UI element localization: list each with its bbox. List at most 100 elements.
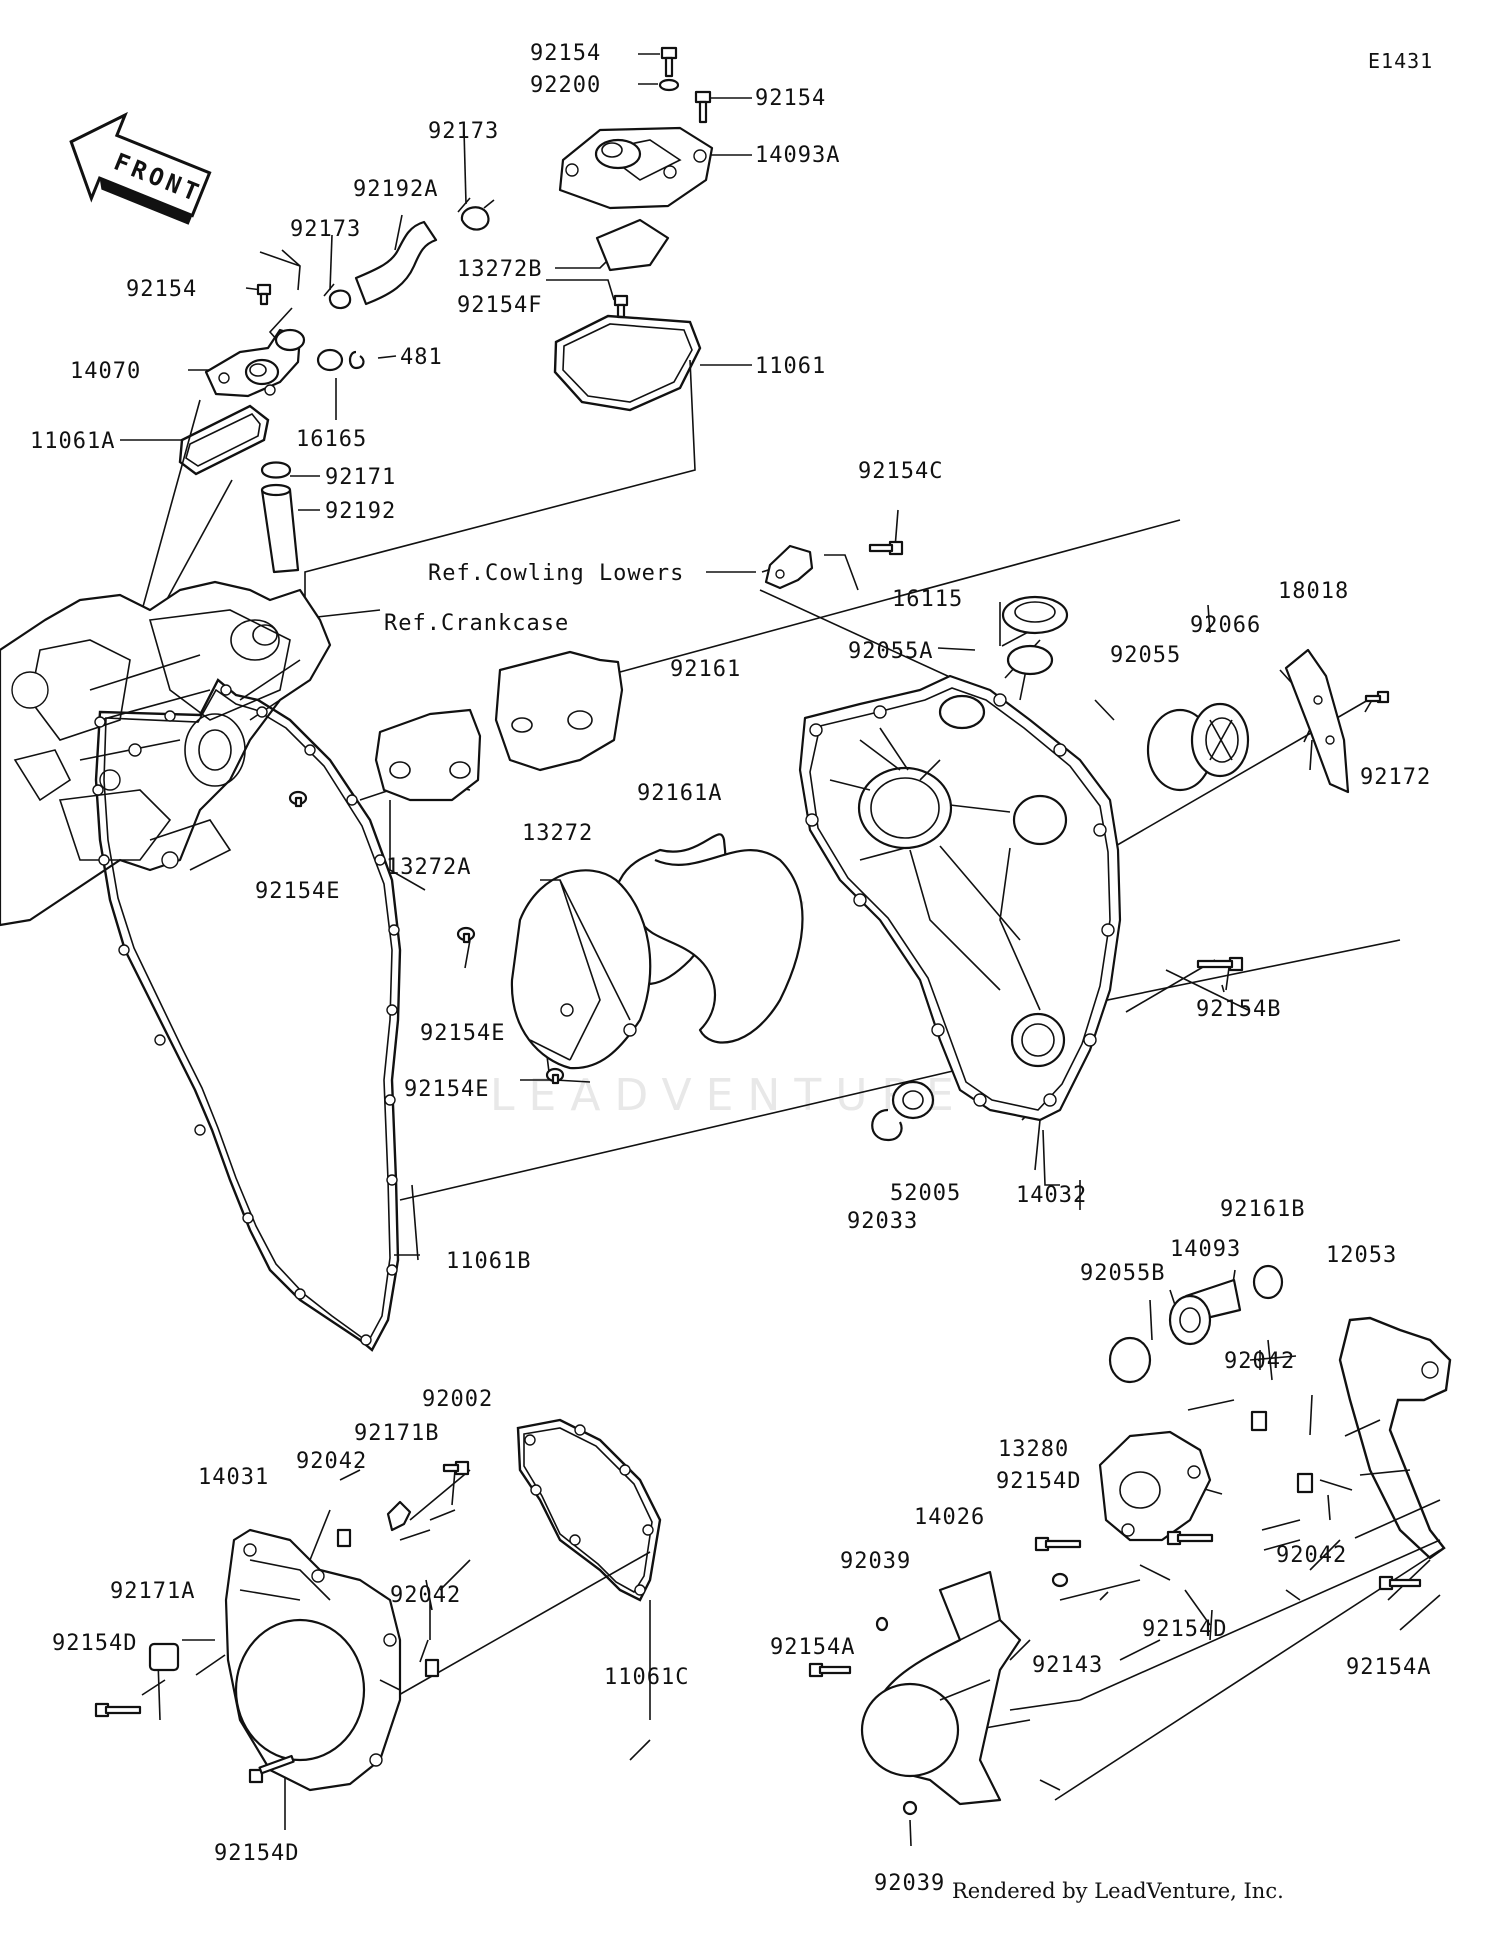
callout-14093: 14093 xyxy=(1170,1237,1241,1262)
callout-92154C: 92154C xyxy=(858,459,943,484)
callout-92143: 92143 xyxy=(1032,1653,1103,1678)
callout-92042-r1: 92042 xyxy=(1224,1349,1295,1374)
plate-13272B xyxy=(595,218,670,272)
callout-14093A: 14093A xyxy=(755,143,840,168)
callout-13272A: 13272A xyxy=(386,855,471,880)
clamp-92171B xyxy=(386,1500,412,1532)
callout-ref-cowling: Ref.Cowling Lowers xyxy=(428,561,684,586)
gasket-12053 xyxy=(1338,1316,1452,1560)
bolt-92172 xyxy=(1364,690,1390,704)
callout-92154E-c: 92154E xyxy=(404,1077,489,1102)
thermostat-16165 xyxy=(316,348,344,372)
clamp-92171 xyxy=(260,461,292,479)
callout-92039-b: 92039 xyxy=(874,1871,945,1896)
callout-16115: 16115 xyxy=(892,587,963,612)
callout-92055: 92055 xyxy=(1110,643,1181,668)
callout-labels: 92154 92200 92154 14093A 92173 92192A 92… xyxy=(30,41,1431,1896)
bolt-92154F xyxy=(613,294,629,319)
dowel-92042-r1 xyxy=(1250,1410,1268,1432)
clutch-cover-14032 xyxy=(798,674,1122,1122)
hose-92192A xyxy=(354,220,438,306)
callout-16165: 16165 xyxy=(296,427,367,452)
bolt-92154E-b xyxy=(456,926,476,944)
callout-11061C: 11061C xyxy=(604,1665,689,1690)
callout-11061: 11061 xyxy=(755,354,826,379)
callout-14032: 14032 xyxy=(1016,1183,1087,1208)
callout-92161A: 92161A xyxy=(637,781,722,806)
pin-92039-a xyxy=(875,1616,889,1632)
bolt-92154D-bottom xyxy=(248,1754,295,1784)
gasket-11061B xyxy=(94,678,402,1352)
bolt-92154D-l1 xyxy=(94,1702,142,1718)
bolt-92154D-r2 xyxy=(1166,1530,1214,1546)
callout-92055A: 92055A xyxy=(848,639,933,664)
callout-92039-a: 92039 xyxy=(840,1549,911,1574)
callout-13272: 13272 xyxy=(522,821,593,846)
cover-14093A xyxy=(558,126,714,210)
callout-92154D-l1: 92154D xyxy=(52,1631,137,1656)
dowel-92042-l2 xyxy=(424,1658,440,1678)
callout-11061B: 11061B xyxy=(446,1249,531,1274)
callout-92154A-l: 92154A xyxy=(770,1635,855,1660)
bolt-92154-right xyxy=(694,90,712,124)
callout-92154D-r1: 92154D xyxy=(996,1469,1081,1494)
callout-92154E-b: 92154E xyxy=(420,1021,505,1046)
callout-92154-left: 92154 xyxy=(126,277,197,302)
water-pipe-assembly xyxy=(178,46,714,574)
watermark-text: LEADVENTURE xyxy=(490,1070,968,1121)
bolt-92154D-r1 xyxy=(1034,1536,1082,1552)
ring-92161B xyxy=(1252,1264,1284,1300)
pump-body-13280 xyxy=(1098,1430,1212,1542)
callout-18018: 18018 xyxy=(1278,579,1349,604)
callout-92154F: 92154F xyxy=(457,293,542,318)
bracket-ref-cowling xyxy=(764,544,814,590)
shaft-14093 xyxy=(1168,1278,1242,1346)
callout-92154D-bottom: 92154D xyxy=(214,1841,299,1866)
bolt-92154E-c xyxy=(545,1067,565,1085)
bolt-92154B xyxy=(1196,956,1244,972)
oring-92055A xyxy=(1006,644,1054,676)
water-pump-assembly xyxy=(808,1264,1452,1816)
dowel-92042-r2 xyxy=(1296,1472,1314,1494)
gasket-11061B-holes xyxy=(92,684,400,1346)
pin-92039-b xyxy=(902,1800,918,1816)
bolt-92002 xyxy=(442,1460,470,1476)
gasket-11061B-inner xyxy=(103,688,393,1344)
front-arrow-icon: FRONT xyxy=(69,111,212,225)
callout-92154-right: 92154 xyxy=(755,86,826,111)
callout-92173-a: 92173 xyxy=(428,119,499,144)
oring-92055B xyxy=(1108,1336,1152,1384)
callout-92055B: 92055B xyxy=(1080,1261,1165,1286)
callout-92192A: 92192A xyxy=(353,177,438,202)
callout-92154E-a: 92154E xyxy=(255,879,340,904)
callout-52005: 52005 xyxy=(890,1181,961,1206)
callout-13272B: 13272B xyxy=(457,257,542,282)
bolt-92154-top xyxy=(660,46,678,78)
seal-52005 xyxy=(891,1080,935,1120)
callout-92192: 92192 xyxy=(325,499,396,524)
callout-92200: 92200 xyxy=(530,73,601,98)
guard-18018 xyxy=(1284,648,1350,794)
bolt-92154E-a xyxy=(288,790,308,808)
callout-11061A: 11061A xyxy=(30,429,115,454)
callout-92161B: 92161B xyxy=(1220,1197,1305,1222)
callout-92161: 92161 xyxy=(670,657,741,682)
plate-13272A xyxy=(374,708,482,802)
callout-14031: 14031 xyxy=(198,1465,269,1490)
gasket-11061C xyxy=(516,1418,662,1602)
callout-481: 481 xyxy=(400,345,443,370)
dowel-92042-l1 xyxy=(336,1528,352,1548)
clip-92171A xyxy=(148,1642,180,1672)
callout-92154A-r: 92154A xyxy=(1346,1655,1431,1680)
generator-cover-assembly xyxy=(94,1418,662,1792)
crankcase-reference xyxy=(0,580,332,927)
callout-92066: 92066 xyxy=(1190,613,1261,638)
callout-92154-top: 92154 xyxy=(530,41,601,66)
callout-92042-l1: 92042 xyxy=(296,1449,367,1474)
callout-92173-b: 92173 xyxy=(290,217,361,242)
callout-92042-l2: 92042 xyxy=(390,1583,461,1608)
callout-13280: 13280 xyxy=(998,1437,1069,1462)
clamp-92173-lower xyxy=(328,289,352,310)
